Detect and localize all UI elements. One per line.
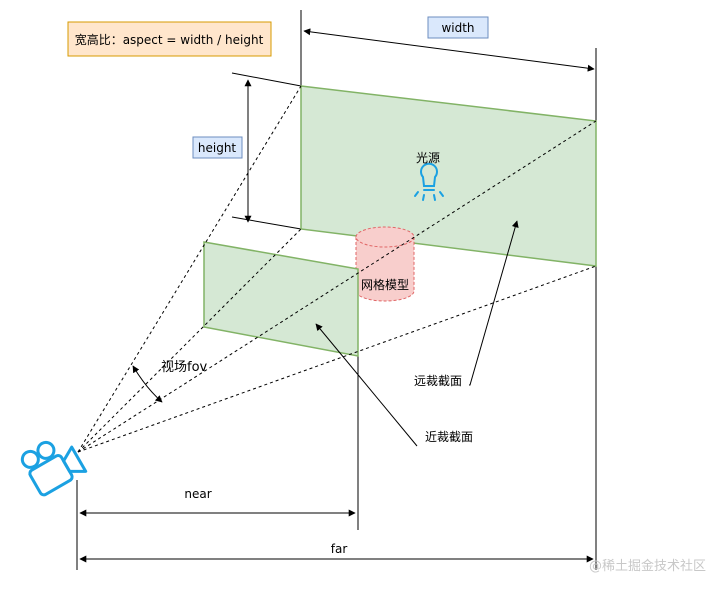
camera-reel-left xyxy=(20,449,40,469)
aspect-ratio-box: 宽高比：aspect = width / height xyxy=(67,21,272,57)
frustum-lines xyxy=(77,85,597,453)
near-label: near xyxy=(184,487,211,501)
height-label-box: height xyxy=(192,136,243,159)
camera-reel-right xyxy=(36,440,56,460)
aspect-label: 宽高比：aspect = width / height xyxy=(75,32,264,47)
light-source-label: 光源 xyxy=(416,151,440,165)
width-label: width xyxy=(441,21,474,35)
bulb-ray-1 xyxy=(414,191,419,197)
light-bulb-icon xyxy=(414,162,444,201)
bulb-ray-4 xyxy=(439,191,444,197)
mesh-model-label: 网格模型 xyxy=(361,277,409,292)
far-plane-pointer xyxy=(469,220,519,386)
watermark: @稀土掘金技术社区 xyxy=(589,558,706,574)
far-label: far xyxy=(331,542,348,556)
aspect-box-bg xyxy=(67,21,272,57)
width-label-box: width xyxy=(427,16,489,39)
bulb-ray-2 xyxy=(422,194,425,201)
frustum-edge-top-right xyxy=(77,120,597,453)
height-label-bg xyxy=(192,136,243,159)
frustum-edge-bottom-left xyxy=(77,228,302,453)
bulb-ray-3 xyxy=(433,194,436,201)
fov-arc xyxy=(132,365,163,403)
height-top-guide xyxy=(231,72,302,87)
camera-body xyxy=(28,454,74,497)
fov-label: 视场fov xyxy=(161,360,208,375)
cylinder-top xyxy=(355,226,415,248)
far-plane-label: 远裁截面 xyxy=(414,374,462,388)
camera-lens xyxy=(62,445,88,473)
far-clipping-plane xyxy=(300,85,597,267)
video-camera-icon xyxy=(20,440,88,497)
width-dimension-arrow xyxy=(303,28,595,72)
height-label: height xyxy=(198,141,237,155)
near-plane-label: 近裁截面 xyxy=(425,430,473,444)
near-clipping-plane xyxy=(203,241,359,357)
bulb-glass xyxy=(420,162,438,187)
near-plane-pointer xyxy=(315,323,418,447)
height-bottom-guide xyxy=(231,216,302,230)
frustum-edge-bottom-right xyxy=(77,265,597,453)
